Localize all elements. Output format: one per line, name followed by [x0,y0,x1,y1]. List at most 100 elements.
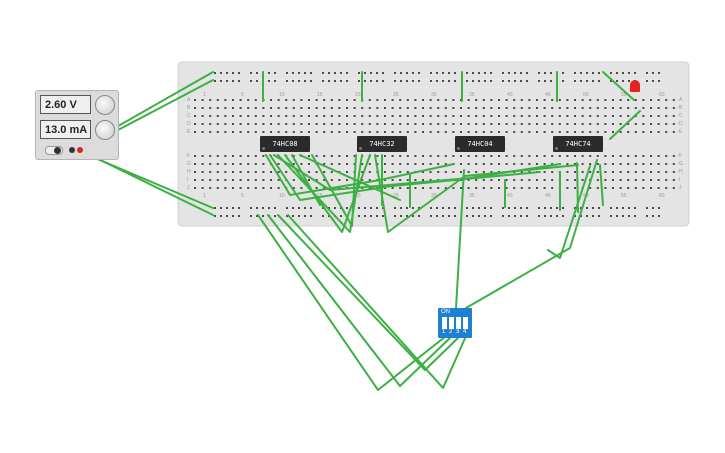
breadboard-hole[interactable] [414,163,417,165]
breadboard-hole[interactable] [262,107,265,109]
breadboard-hole[interactable] [444,115,447,117]
breadboard-hole[interactable] [323,179,326,181]
breadboard-hole[interactable] [376,72,378,74]
breadboard-hole[interactable] [665,107,668,109]
breadboard-hole[interactable] [346,163,348,165]
breadboard-hole[interactable] [214,80,216,82]
breadboard-hole[interactable] [437,131,440,133]
breadboard-hole[interactable] [551,179,554,181]
breadboard-hole[interactable] [346,107,348,109]
breadboard-hole[interactable] [672,187,675,189]
breadboard-hole[interactable] [566,187,569,189]
breadboard-hole[interactable] [201,123,204,125]
breadboard-hole[interactable] [358,215,360,217]
breadboard-hole[interactable] [323,115,326,117]
wire[interactable] [267,214,453,387]
breadboard-hole[interactable] [646,215,648,217]
breadboard-hole[interactable] [399,107,402,109]
breadboard-hole[interactable] [361,163,364,165]
breadboard-hole[interactable] [543,179,546,181]
breadboard-hole[interactable] [642,115,645,117]
breadboard-hole[interactable] [209,99,212,101]
breadboard-hole[interactable] [574,131,576,133]
breadboard-hole[interactable] [330,171,333,173]
breadboard-hole[interactable] [340,215,342,217]
breadboard-hole[interactable] [414,179,417,181]
breadboard-hole[interactable] [622,80,624,82]
breadboard-hole[interactable] [330,179,333,181]
breadboard-hole[interactable] [665,187,668,189]
breadboard-hole[interactable] [452,155,455,157]
breadboard-hole[interactable] [612,187,614,189]
breadboard-hole[interactable] [513,115,516,117]
breadboard-hole[interactable] [498,99,500,101]
breadboard-hole[interactable] [586,72,588,74]
breadboard-hole[interactable] [528,99,531,101]
breadboard-hole[interactable] [277,99,280,101]
breadboard-hole[interactable] [460,131,462,133]
breadboard-hole[interactable] [508,72,510,74]
breadboard-hole[interactable] [490,72,492,74]
breadboard-hole[interactable] [376,207,378,209]
breadboard-hole[interactable] [353,131,356,133]
breadboard-hole[interactable] [194,171,196,173]
breadboard-hole[interactable] [292,179,295,181]
breadboard-hole[interactable] [292,80,294,82]
breadboard-hole[interactable] [254,171,257,173]
breadboard-hole[interactable] [628,72,630,74]
breadboard-hole[interactable] [652,72,654,74]
breadboard-hole[interactable] [216,163,219,165]
breadboard-hole[interactable] [452,123,455,125]
breadboard-hole[interactable] [467,163,470,165]
breadboard-hole[interactable] [209,115,212,117]
breadboard-hole[interactable] [650,123,652,125]
breadboard-hole[interactable] [270,99,272,101]
breadboard-hole[interactable] [384,171,386,173]
breadboard-hole[interactable] [323,155,326,157]
breadboard-hole[interactable] [475,123,478,125]
breadboard-hole[interactable] [598,215,600,217]
breadboard-hole[interactable] [414,99,417,101]
breadboard-hole[interactable] [437,163,440,165]
breadboard-hole[interactable] [526,72,528,74]
breadboard-hole[interactable] [399,171,402,173]
breadboard-hole[interactable] [665,163,668,165]
breadboard-hole[interactable] [270,115,272,117]
breadboard-hole[interactable] [513,187,516,189]
breadboard-hole[interactable] [484,215,486,217]
breadboard-hole[interactable] [460,163,462,165]
breadboard-hole[interactable] [536,155,538,157]
breadboard-hole[interactable] [634,215,636,217]
breadboard-hole[interactable] [551,131,554,133]
breadboard-hole[interactable] [422,131,424,133]
breadboard-hole[interactable] [368,187,371,189]
breadboard-hole[interactable] [589,107,592,109]
breadboard-hole[interactable] [574,171,576,173]
breadboard-hole[interactable] [232,215,234,217]
breadboard-hole[interactable] [475,131,478,133]
breadboard-hole[interactable] [672,123,675,125]
breadboard-hole[interactable] [250,72,252,74]
breadboard-hole[interactable] [658,215,660,217]
breadboard-hole[interactable] [514,80,516,82]
breadboard-hole[interactable] [232,80,234,82]
breadboard-hole[interactable] [520,123,523,125]
breadboard-hole[interactable] [224,131,227,133]
breadboard-hole[interactable] [418,72,420,74]
breadboard-hole[interactable] [422,187,424,189]
breadboard-hole[interactable] [672,99,675,101]
breadboard-hole[interactable] [665,123,668,125]
breadboard-hole[interactable] [528,115,531,117]
breadboard-hole[interactable] [528,107,531,109]
breadboard-hole[interactable] [498,123,500,125]
breadboard-hole[interactable] [536,163,538,165]
breadboard-hole[interactable] [562,215,564,217]
breadboard-hole[interactable] [665,155,668,157]
negative-terminal[interactable] [69,147,75,153]
breadboard-hole[interactable] [536,123,538,125]
breadboard-hole[interactable] [482,99,485,101]
chip-74hc08[interactable]: 74HC08 [260,136,310,152]
breadboard-hole[interactable] [292,131,295,133]
breadboard-hole[interactable] [612,163,614,165]
breadboard-hole[interactable] [482,187,485,189]
